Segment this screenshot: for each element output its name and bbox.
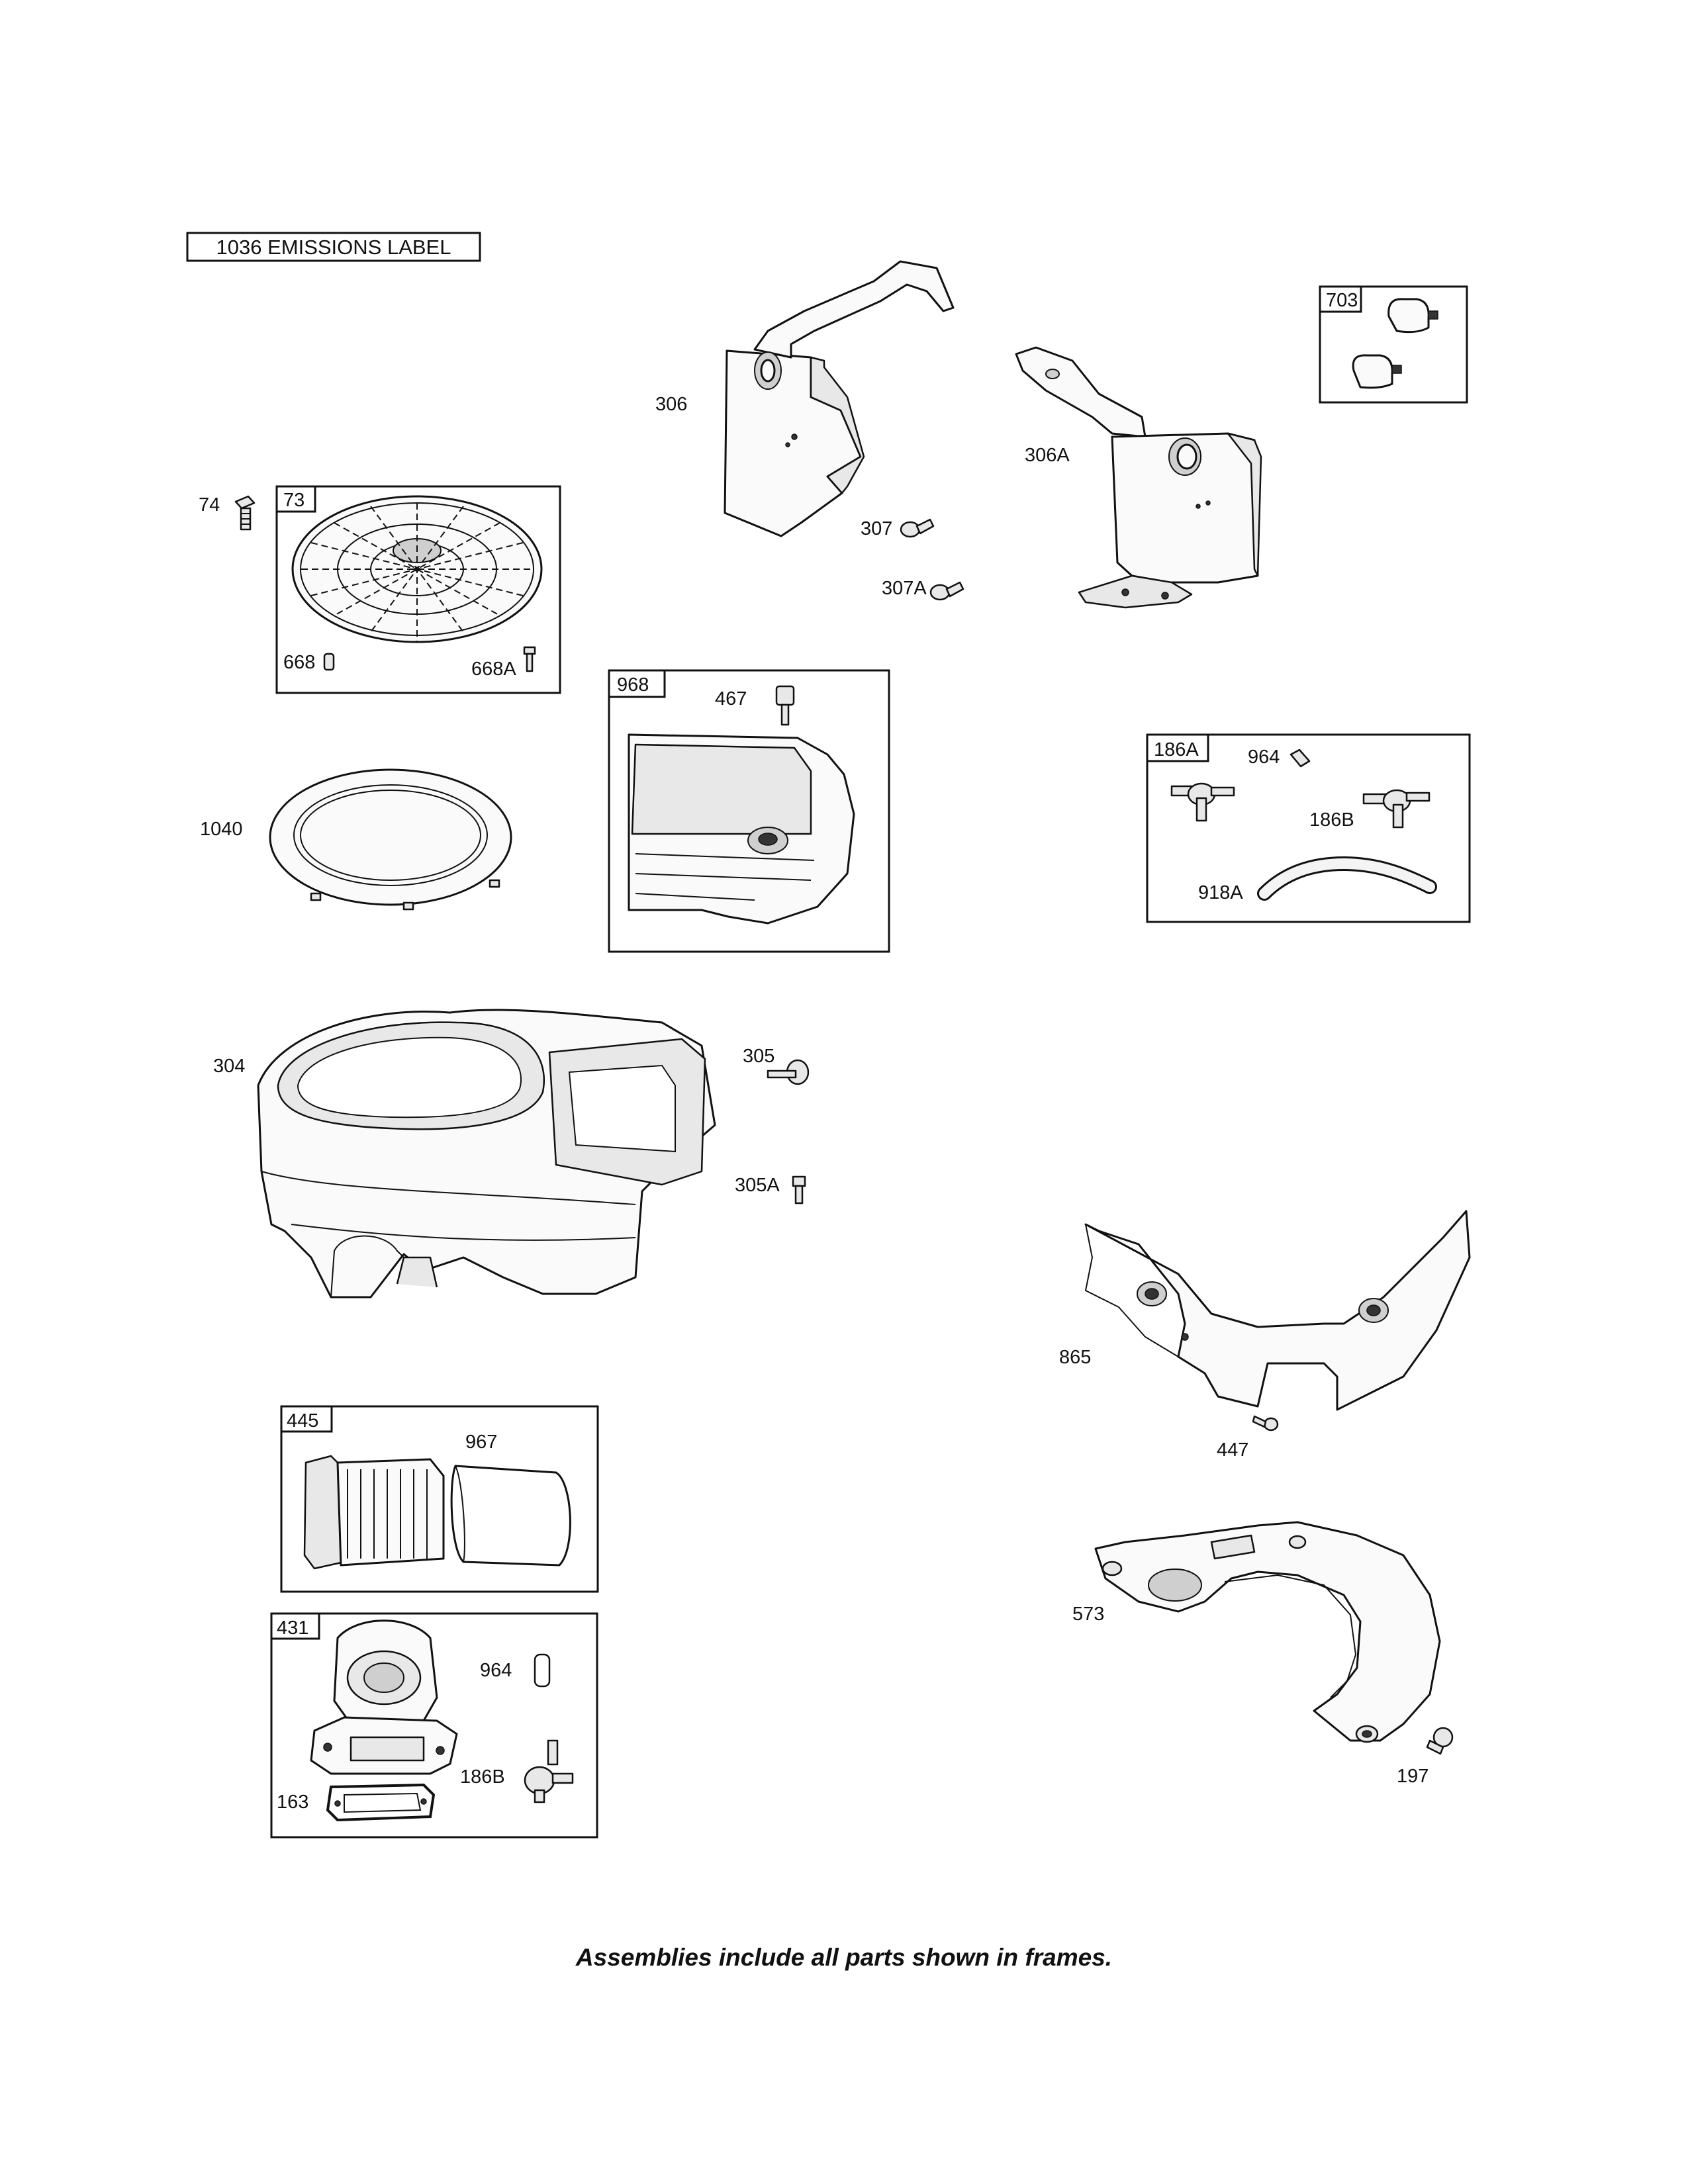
part-305A-screw xyxy=(792,1175,806,1205)
part-573-baffle xyxy=(1094,1521,1441,1743)
clamp-part xyxy=(1387,298,1438,334)
callout-307: 307 xyxy=(861,518,892,539)
callout-964-top: 964 xyxy=(1248,747,1280,768)
part-964-cap xyxy=(1289,749,1311,768)
frame-186A-label: 186A xyxy=(1154,739,1199,760)
fan-grille-part xyxy=(291,495,543,643)
callout-967: 967 xyxy=(465,1432,497,1453)
part-186B-fitting xyxy=(1362,789,1430,829)
part-74-bolt xyxy=(234,495,256,531)
callout-186B-top: 186B xyxy=(1309,809,1354,831)
callout-918A: 918A xyxy=(1198,882,1243,903)
emissions-label-box: 1036 EMISSIONS LABEL xyxy=(186,232,481,262)
part-668-spacer xyxy=(323,653,335,671)
callout-74: 74 xyxy=(199,494,220,516)
part-306-shield xyxy=(724,260,955,537)
part-668A-screw xyxy=(523,646,536,672)
frame-431-label: 431 xyxy=(277,1617,308,1639)
callout-306A: 306A xyxy=(1025,445,1070,466)
part-865-bracket xyxy=(1084,1210,1471,1411)
air-filter-cartridge xyxy=(303,1455,445,1570)
frame-431: 431 163 964 186B xyxy=(270,1612,598,1839)
part-305-screw xyxy=(767,1059,810,1085)
part-307-screw xyxy=(900,518,935,538)
part-964-cap xyxy=(534,1653,551,1688)
callout-305A: 305A xyxy=(735,1175,780,1196)
callout-668: 668 xyxy=(283,652,315,673)
callout-467: 467 xyxy=(715,688,747,709)
callout-186B-bottom: 186B xyxy=(460,1766,505,1788)
callout-307A: 307A xyxy=(882,578,927,599)
callout-1040: 1040 xyxy=(200,819,243,840)
frame-186A: 186A 964 186B 918A xyxy=(1146,733,1471,923)
frame-445: 445 967 xyxy=(280,1405,599,1593)
emissions-label-text: 1036 EMISSIONS LABEL xyxy=(216,236,451,259)
callout-163: 163 xyxy=(277,1792,308,1813)
callout-304: 304 xyxy=(213,1056,245,1077)
part-467-knob-screw xyxy=(775,685,795,726)
frame-445-label: 445 xyxy=(287,1410,318,1432)
part-968-cover xyxy=(628,733,855,925)
air-cleaner-base-part xyxy=(310,1619,458,1775)
part-1040-ring xyxy=(269,768,512,911)
callout-865: 865 xyxy=(1059,1347,1091,1368)
part-306A-shield xyxy=(1015,346,1262,609)
frame-73: 73 668 668A xyxy=(275,485,561,694)
frame-703: 703 xyxy=(1319,285,1468,404)
part-186B-fitting xyxy=(524,1739,574,1803)
callout-197: 197 xyxy=(1397,1766,1429,1787)
part-447-screw xyxy=(1252,1415,1279,1432)
callout-668A: 668A xyxy=(471,659,516,680)
footer-note: Assemblies include all parts shown in fr… xyxy=(575,1944,1112,1971)
callout-964-bottom: 964 xyxy=(480,1660,512,1681)
callout-306: 306 xyxy=(655,394,687,415)
callout-305: 305 xyxy=(743,1046,774,1067)
frame-968: 968 467 xyxy=(608,669,890,953)
frame-73-label: 73 xyxy=(283,490,305,511)
callout-573: 573 xyxy=(1072,1604,1104,1625)
part-307A-screw xyxy=(929,581,964,601)
part-186B-fitting xyxy=(1170,782,1235,822)
part-918A-hose xyxy=(1257,856,1437,901)
frame-968-label: 968 xyxy=(617,674,649,696)
frame-703-label: 703 xyxy=(1326,290,1358,311)
callout-447: 447 xyxy=(1217,1439,1248,1461)
clamp-part xyxy=(1352,354,1402,389)
part-197-screw xyxy=(1426,1727,1454,1755)
part-304-blower-housing xyxy=(257,1009,716,1298)
part-967-pre-cleaner xyxy=(450,1465,571,1567)
part-163-gasket xyxy=(326,1783,436,1822)
